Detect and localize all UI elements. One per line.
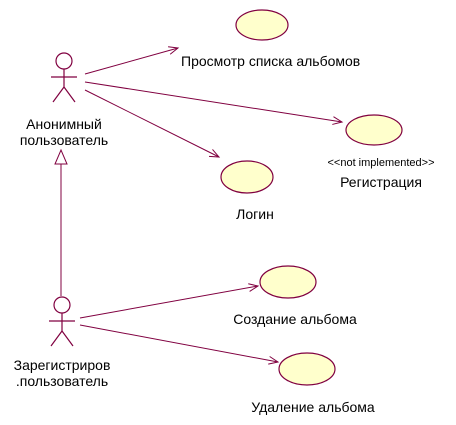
uc-registration-ellipse	[345, 114, 403, 146]
actor-anon-label-line-1: Анонимный	[26, 116, 102, 132]
assoc-anon-uc-login-line	[84, 89, 220, 158]
uc-unnamed-ellipse	[235, 9, 289, 41]
assoc-anon-uc-login-arrowhead	[208, 149, 221, 158]
uc-delete-album-label: Удаление альбома	[251, 399, 375, 415]
actor-reg-leg-left	[50, 330, 63, 347]
actor-anon-leg-right	[63, 86, 76, 103]
actor-reg-label-line-1: Зарегистриров	[13, 357, 111, 373]
assoc-anon-uc-registration-line	[84, 81, 343, 123]
generalization-triangle	[54, 148, 68, 165]
actor-reg-head	[53, 296, 71, 314]
uc-registration-stereotype: <<not implemented>>	[327, 157, 435, 169]
assoc-reg-uc-delete-album-arrowhead	[268, 356, 280, 365]
uc-delete-album-ellipse	[278, 352, 336, 386]
uc-registration-label: Регистрация	[340, 174, 422, 190]
assoc-reg-uc-delete-album-line	[79, 324, 279, 363]
actor-reg-label: Зарегистриров .пользователь	[14, 357, 111, 389]
actor-reg-leg-right	[61, 330, 74, 347]
assoc-anon-uc-view-albums-line	[84, 47, 179, 75]
assoc-anon-uc-registration-arrowhead	[332, 116, 344, 125]
uc-create-album-label: Создание альбома	[233, 311, 357, 327]
actor-anon-leg-left	[52, 86, 65, 103]
uc-login-ellipse	[220, 160, 274, 194]
actor-anon-label-line-2: пользователь	[19, 132, 109, 148]
uc-create-album-ellipse	[259, 265, 317, 299]
actor-anon-head	[55, 52, 73, 70]
assoc-reg-uc-create-album-arrowhead	[248, 283, 260, 292]
assoc-anon-uc-view-albums-arrowhead	[168, 46, 180, 55]
uc-view-albums-label: Просмотр списка альбомов	[181, 53, 361, 69]
actor-reg-label-line-2: .пользователь	[15, 373, 109, 389]
uc-login-label: Логин	[236, 206, 274, 222]
assoc-reg-uc-create-album-line	[79, 285, 259, 319]
actor-anon-label: Анонимный пользователь	[20, 116, 108, 148]
